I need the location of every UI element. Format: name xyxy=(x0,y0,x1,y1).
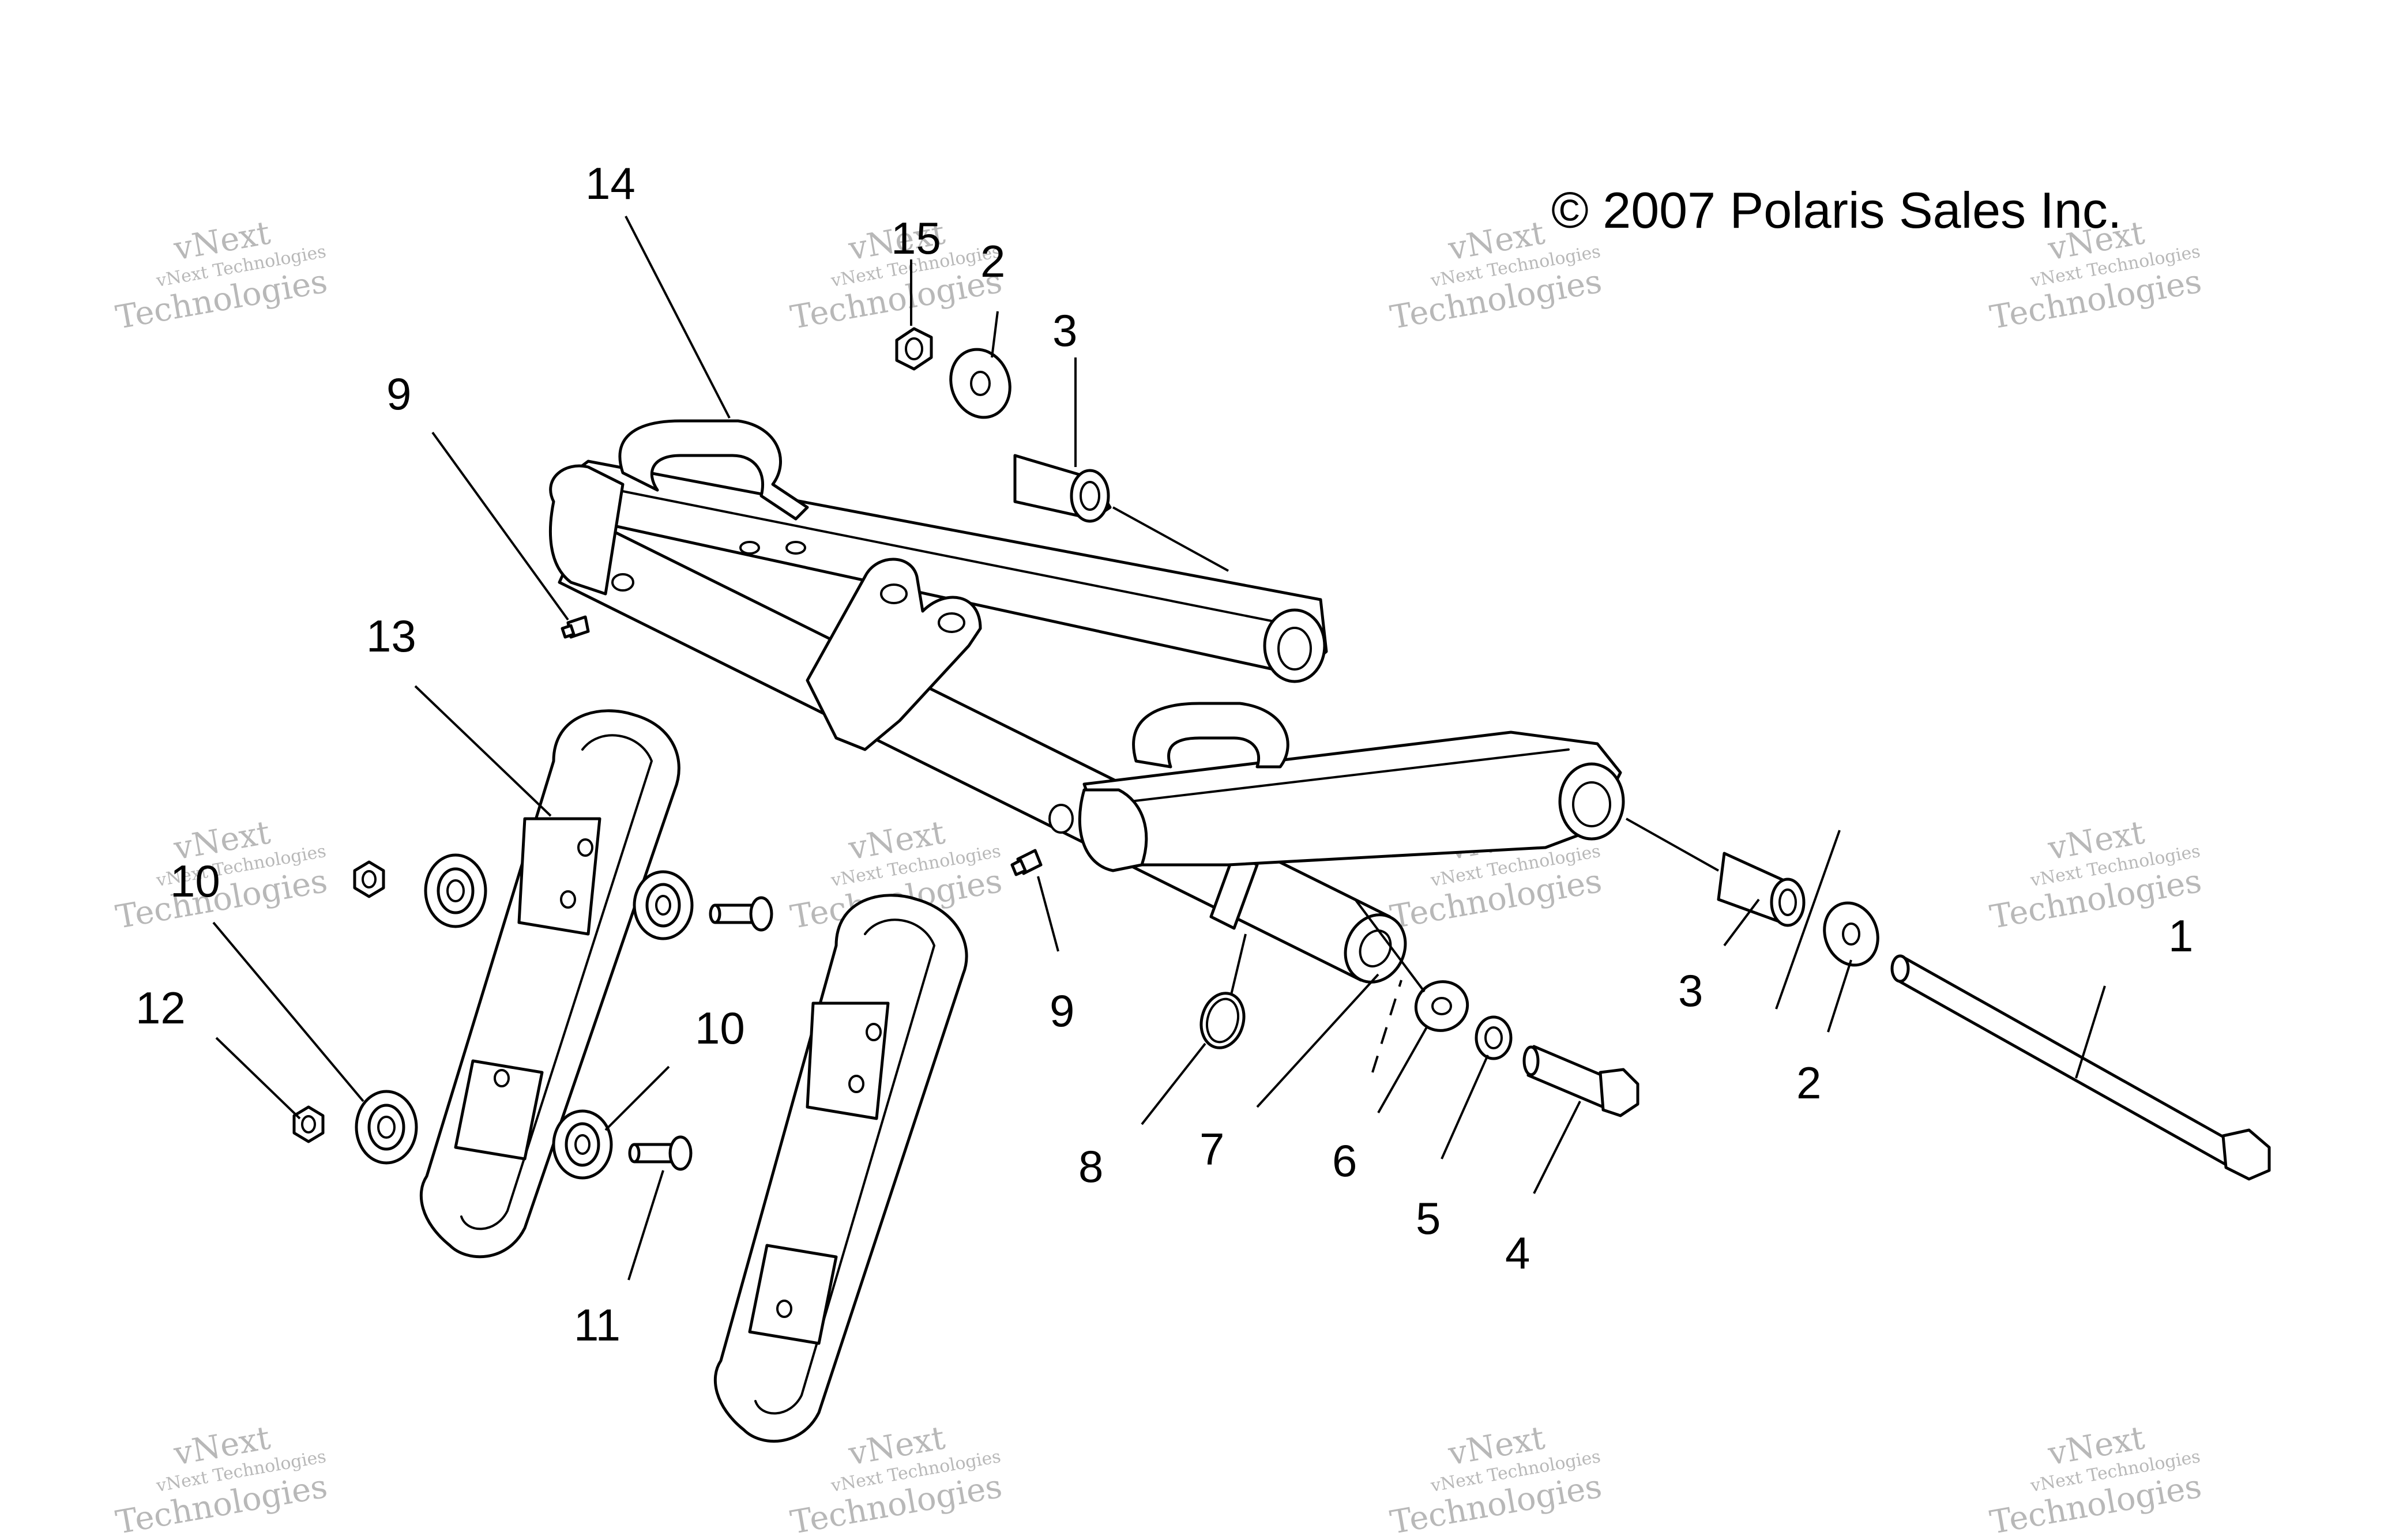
callout-1: 1 xyxy=(2168,910,2193,961)
nut-12-lower xyxy=(292,1105,325,1143)
callout-labels: 1 2 2 3 3 4 5 6 7 8 9 9 10 10 11 12 13 1… xyxy=(136,158,2193,1350)
spacer-10-lower-right xyxy=(552,1109,613,1180)
washer-2-top xyxy=(949,348,1011,419)
spacer-10-upper-left xyxy=(424,853,487,928)
callout-12: 12 xyxy=(136,982,186,1033)
bolt-11-lower xyxy=(628,1135,693,1171)
bolt-1 xyxy=(1890,954,2271,1181)
bushing-3-top xyxy=(1013,454,1112,523)
lockwasher-5 xyxy=(1475,1015,1513,1060)
watermark: vNext vNext Technologies Technologies xyxy=(113,1419,330,1540)
callout-8: 8 xyxy=(1078,1141,1103,1192)
callout-11: 11 xyxy=(574,1300,621,1350)
spacer-10-lower-left xyxy=(355,1090,418,1165)
bushing-3-right xyxy=(1717,852,1806,927)
grease-fitting xyxy=(1010,849,1043,876)
callout-10-right: 10 xyxy=(695,1003,745,1053)
link-13-left xyxy=(419,709,680,1259)
callout-2-top: 2 xyxy=(980,236,1005,287)
washer-2-right xyxy=(1823,901,1879,967)
callout-6: 6 xyxy=(1332,1135,1357,1186)
spacer-10-upper-right xyxy=(633,870,694,940)
callout-13: 13 xyxy=(366,611,416,661)
watermark: vNext vNext Technologies Technologies xyxy=(788,1419,1005,1540)
callout-5: 5 xyxy=(1416,1193,1441,1244)
callout-14: 14 xyxy=(585,158,635,209)
callout-3-top: 3 xyxy=(1052,305,1077,356)
callout-4: 4 xyxy=(1505,1228,1530,1278)
callout-15: 15 xyxy=(891,213,941,263)
leader-lines xyxy=(212,216,2106,1281)
nut-12-upper xyxy=(353,860,385,898)
bolt-4 xyxy=(1522,1045,1639,1117)
callout-3-right: 3 xyxy=(1678,965,1703,1016)
watermark: vNext vNext Technologies Technologies xyxy=(1987,1419,2204,1540)
callout-9-top: 9 xyxy=(386,368,411,419)
watermark: vNext vNext Technologies Technologies xyxy=(1387,1419,1604,1540)
copyright-notice: © 2007 Polaris Sales Inc. xyxy=(1551,182,2122,239)
callout-7: 7 xyxy=(1199,1124,1224,1174)
link-13-right xyxy=(713,894,968,1443)
grease-fitting xyxy=(561,615,590,639)
watermark: vNext vNext Technologies Technologies xyxy=(113,214,330,337)
lower-swing-arm xyxy=(1048,702,1625,872)
oring-8 xyxy=(1199,992,1246,1049)
callout-10-left: 10 xyxy=(170,856,220,906)
nut-15 xyxy=(895,327,933,371)
watermark: vNext vNext Technologies Technologies xyxy=(788,214,1005,337)
bolt-11-upper xyxy=(709,896,773,932)
callout-9-middle: 9 xyxy=(1050,985,1074,1036)
callout-2-right: 2 xyxy=(1796,1057,1821,1108)
washer-6 xyxy=(1414,980,1469,1032)
upper-swing-arm xyxy=(548,419,1328,751)
